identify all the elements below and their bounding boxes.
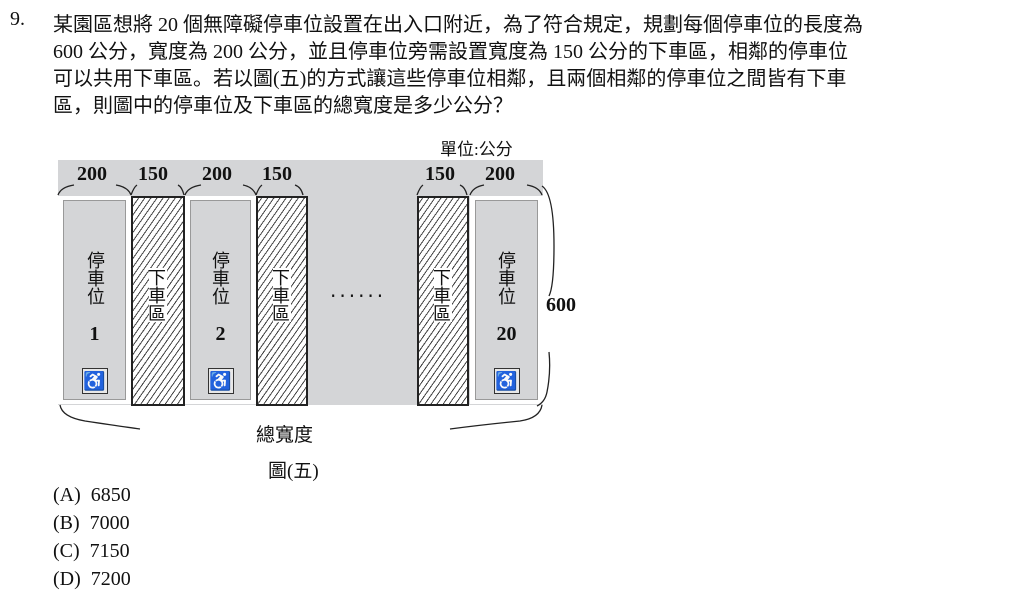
dropoff-zone: 下車區 (131, 196, 185, 406)
ellipsis: ‧‧‧‧‧‧ (330, 286, 387, 308)
dropoff-label: 下車區 (270, 268, 291, 322)
width-label: 200 (202, 163, 232, 185)
question-line: 可以共用下車區。若以圖(五)的方式讓這些停車位相鄰，且兩個相鄰的停車位之間皆有下… (53, 68, 847, 90)
parking-stall-2: 停車位 2 ♿ (185, 196, 256, 404)
option-label: (D) (53, 568, 81, 590)
option-b[interactable]: (B) 7000 (53, 512, 140, 535)
dropoff-label: 下車區 (146, 268, 167, 322)
option-d[interactable]: (D) 7200 (53, 568, 141, 591)
question-number: 9. (10, 8, 25, 30)
question-line: 區，則圖中的停車位及下車區的總寬度是多少公分？ (53, 95, 513, 117)
question-line: 某園區想將 20 個無障礙停車位設置在出入口附近，為了符合規定，規劃每個停車位的… (53, 14, 863, 36)
unit-label: 單位:公分 (440, 140, 513, 159)
option-label: (A) (53, 484, 81, 506)
option-value: 6850 (90, 484, 131, 506)
stall-label: 停車位 (210, 251, 230, 305)
width-label: 200 (77, 163, 107, 185)
option-c[interactable]: (C) 7150 (53, 540, 140, 563)
width-label: 150 (138, 163, 168, 185)
dropoff-zone: 下車區 (417, 196, 469, 406)
stall-number: 1 (89, 323, 100, 345)
option-value: 7000 (89, 512, 130, 534)
wheelchair-icon: ♿ (493, 368, 520, 394)
stall-number: 20 (496, 323, 517, 345)
parking-stall-20: 停車位 20 ♿ (470, 196, 543, 404)
width-label: 200 (485, 163, 515, 185)
total-width-label: 總寬度 (256, 425, 314, 446)
dropoff-label: 下車區 (431, 268, 452, 322)
figure-caption: 圖(五) (268, 461, 319, 482)
width-label: 150 (425, 163, 455, 185)
option-label: (B) (53, 512, 80, 534)
parking-stall-1: 停車位 1 ♿ (58, 196, 131, 404)
option-label: (C) (53, 540, 80, 562)
option-value: 7150 (89, 540, 130, 562)
dropoff-zone: 下車區 (256, 196, 308, 406)
question-line: 600 公分，寬度為 200 公分，並且停車位旁需設置寬度為 150 公分的下車… (53, 41, 848, 63)
stall-number: 2 (215, 323, 226, 345)
length-label: 600 (546, 294, 576, 316)
wheelchair-icon: ♿ (81, 368, 108, 394)
stall-label: 停車位 (496, 251, 516, 305)
option-a[interactable]: (A) 6850 (53, 484, 141, 507)
width-label: 150 (262, 163, 292, 185)
option-value: 7200 (90, 568, 131, 590)
stall-label: 停車位 (85, 251, 105, 305)
wheelchair-icon: ♿ (207, 368, 234, 394)
